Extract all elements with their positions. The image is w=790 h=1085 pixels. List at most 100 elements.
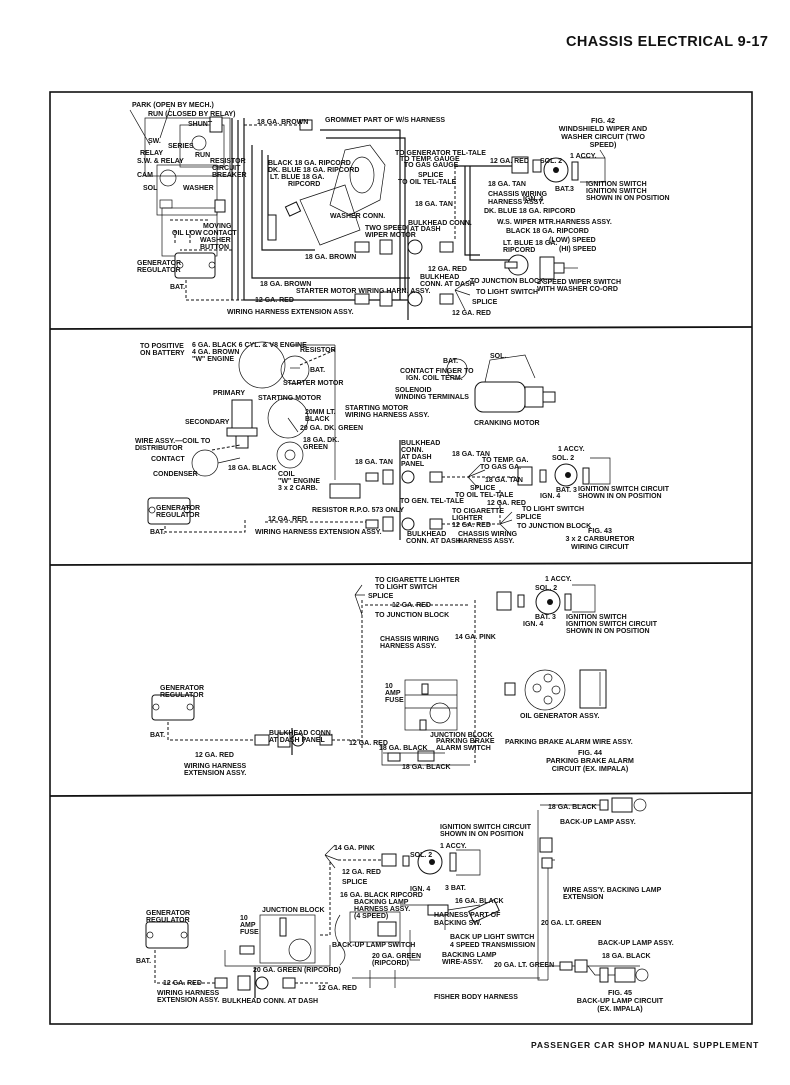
panel-fig-45-backup-lamp bbox=[145, 797, 649, 998]
label: 1 ACCY. bbox=[570, 153, 597, 160]
label: 14 GA. PINK bbox=[455, 634, 496, 641]
label: WINDING TERMINALS bbox=[395, 394, 469, 401]
label: 12 GA. RED bbox=[255, 297, 294, 304]
label: 18 GA. BROWN bbox=[257, 119, 308, 126]
label: SPLICE bbox=[472, 299, 498, 306]
label: 18 GA. TAN bbox=[452, 451, 490, 458]
label: "W" ENGINE bbox=[278, 478, 320, 485]
label: EXTENSION bbox=[563, 894, 603, 901]
label: SOL. 2 bbox=[410, 852, 432, 859]
label: MOVING bbox=[203, 223, 232, 230]
label: BAT. bbox=[136, 958, 151, 965]
label: TO TEMP. GA. bbox=[482, 457, 528, 464]
label: REGULATOR bbox=[160, 692, 204, 699]
label: "W" ENGINE bbox=[192, 356, 234, 363]
label: 20 GA. DK. GREEN bbox=[300, 425, 363, 432]
label: IGNITION SWITCH bbox=[586, 181, 647, 188]
label: 12 GA. RED bbox=[392, 602, 431, 609]
label: STARTING MOTOR bbox=[258, 395, 321, 402]
panel-fig-44-parking-brake bbox=[151, 584, 607, 766]
label: SHUNT bbox=[188, 121, 213, 128]
label: GENERATOR bbox=[146, 910, 190, 917]
label: CONN. AT DASH bbox=[406, 538, 461, 545]
label: 12 GA. RED bbox=[490, 158, 529, 165]
label: IGN. 4 bbox=[540, 493, 560, 500]
label: SW. bbox=[148, 138, 161, 145]
panel-fig-44-labels: TO CIGARETTE LIGHTER TO LIGHT SWITCH SPL… bbox=[150, 576, 658, 777]
label: RESISTOR bbox=[210, 158, 246, 165]
label: SOL. 2 bbox=[535, 585, 557, 592]
label: BAT. bbox=[310, 367, 325, 374]
label: 18 GA. BROWN bbox=[260, 281, 311, 288]
label: 14 GA. PINK bbox=[334, 845, 375, 852]
label: WIPER MOTOR bbox=[365, 232, 416, 239]
label: 12 GA. RED bbox=[428, 266, 467, 273]
label: IGNITION SWITCH CIRCUIT bbox=[440, 824, 532, 831]
label: CONTACT bbox=[151, 456, 185, 463]
label: 16 GA. BLACK RIPCORD bbox=[340, 892, 423, 899]
label: TO JUNCTION BLOCK bbox=[517, 523, 591, 530]
label: BACKING LAMP bbox=[442, 952, 497, 959]
label: DISTRIBUTOR bbox=[135, 445, 183, 452]
label: BULKHEAD bbox=[401, 440, 440, 447]
label: SERIES bbox=[168, 143, 194, 150]
figure-number: FIG. 44 bbox=[578, 748, 602, 757]
label: ALARM SWITCH bbox=[436, 745, 491, 752]
label: RELAY bbox=[140, 150, 163, 157]
label: LT. BLUE 18 GA. bbox=[503, 240, 557, 247]
label: STARTING MOTOR bbox=[345, 405, 408, 412]
label: BULKHEAD CONN. bbox=[269, 730, 333, 737]
label: BACK-UP LAMP ASSY. bbox=[598, 940, 674, 947]
label: 20 GA. GREEN (RIPCORD) bbox=[253, 967, 341, 974]
label: AMP bbox=[385, 690, 401, 697]
label: BUTTON bbox=[200, 244, 229, 251]
label: IGNITION SWITCH bbox=[566, 614, 627, 621]
label: 12 GA. RED bbox=[487, 500, 526, 507]
page-footer: PASSENGER CAR SHOP MANUAL SUPPLEMENT bbox=[531, 1040, 760, 1050]
label: RIPCORD bbox=[503, 247, 535, 254]
label: TWO SPEED bbox=[365, 225, 407, 232]
label: 18 GA. TAN bbox=[355, 459, 393, 466]
label: BACK UP LIGHT SWITCH bbox=[450, 934, 534, 941]
label: CONN. bbox=[401, 447, 424, 454]
label: AT DASH bbox=[401, 454, 432, 461]
label: BLACK 18 GA. RIPCORD bbox=[268, 160, 351, 167]
label: SHOWN IN ON POSITION bbox=[586, 195, 670, 202]
label: ON BATTERY bbox=[140, 350, 185, 357]
label: TO GEN. TEL-TALE bbox=[400, 498, 464, 505]
label: 1 ACCY. bbox=[440, 843, 467, 850]
label: IGN. COIL TERM. bbox=[406, 375, 463, 382]
label: IGN. 4 bbox=[523, 196, 543, 203]
label: TO LIGHT SWITCH bbox=[375, 584, 437, 591]
label: TO OIL TEL-TALE bbox=[398, 179, 457, 186]
label: 18 GA. BLACK bbox=[548, 804, 597, 811]
label: SPLICE bbox=[368, 593, 394, 600]
label: GENERATOR bbox=[137, 260, 181, 267]
figure-caption-line: 3 x 2 CARBURETOR bbox=[566, 534, 636, 543]
label: STARTER MOTOR WIRING HARN. ASSY. bbox=[296, 288, 430, 295]
label: 3 BAT. bbox=[445, 885, 466, 892]
label: OIL LOW bbox=[172, 230, 202, 237]
label: WASHER bbox=[200, 237, 231, 244]
label: REGULATOR bbox=[156, 512, 200, 519]
label: HARNESS ASSY. bbox=[354, 906, 410, 913]
label: 12 GA. RED bbox=[349, 740, 388, 747]
label: GROMMET PART OF W/S HARNESS bbox=[325, 117, 445, 124]
label: FISHER BODY HARNESS bbox=[434, 994, 518, 1001]
label: WIRE ASSY.—COIL TO bbox=[135, 438, 211, 445]
label: TO CIGARETTE bbox=[452, 508, 504, 515]
label: AT DASH bbox=[410, 226, 441, 233]
label: DK. BLUE 18 GA. RIPCORD bbox=[484, 208, 575, 215]
label: REGULATOR bbox=[146, 917, 190, 924]
label: BACK-UP LAMP ASSY. bbox=[560, 819, 636, 826]
label: COIL bbox=[278, 471, 295, 478]
label: PARKING BRAKE ALARM WIRE ASSY. bbox=[505, 739, 633, 746]
label: BULKHEAD CONN. AT DASH bbox=[222, 998, 318, 1005]
label: SOL. 2 bbox=[552, 455, 574, 462]
label: 20 GA. LT. GREEN bbox=[494, 962, 554, 969]
label: TO GENERATOR TEL-TALE bbox=[395, 150, 486, 157]
label: SOL bbox=[143, 185, 158, 192]
label: BREAKER bbox=[212, 172, 247, 179]
label: 18 GA. TAN bbox=[488, 181, 526, 188]
label: 12 GA. RED bbox=[452, 522, 491, 529]
